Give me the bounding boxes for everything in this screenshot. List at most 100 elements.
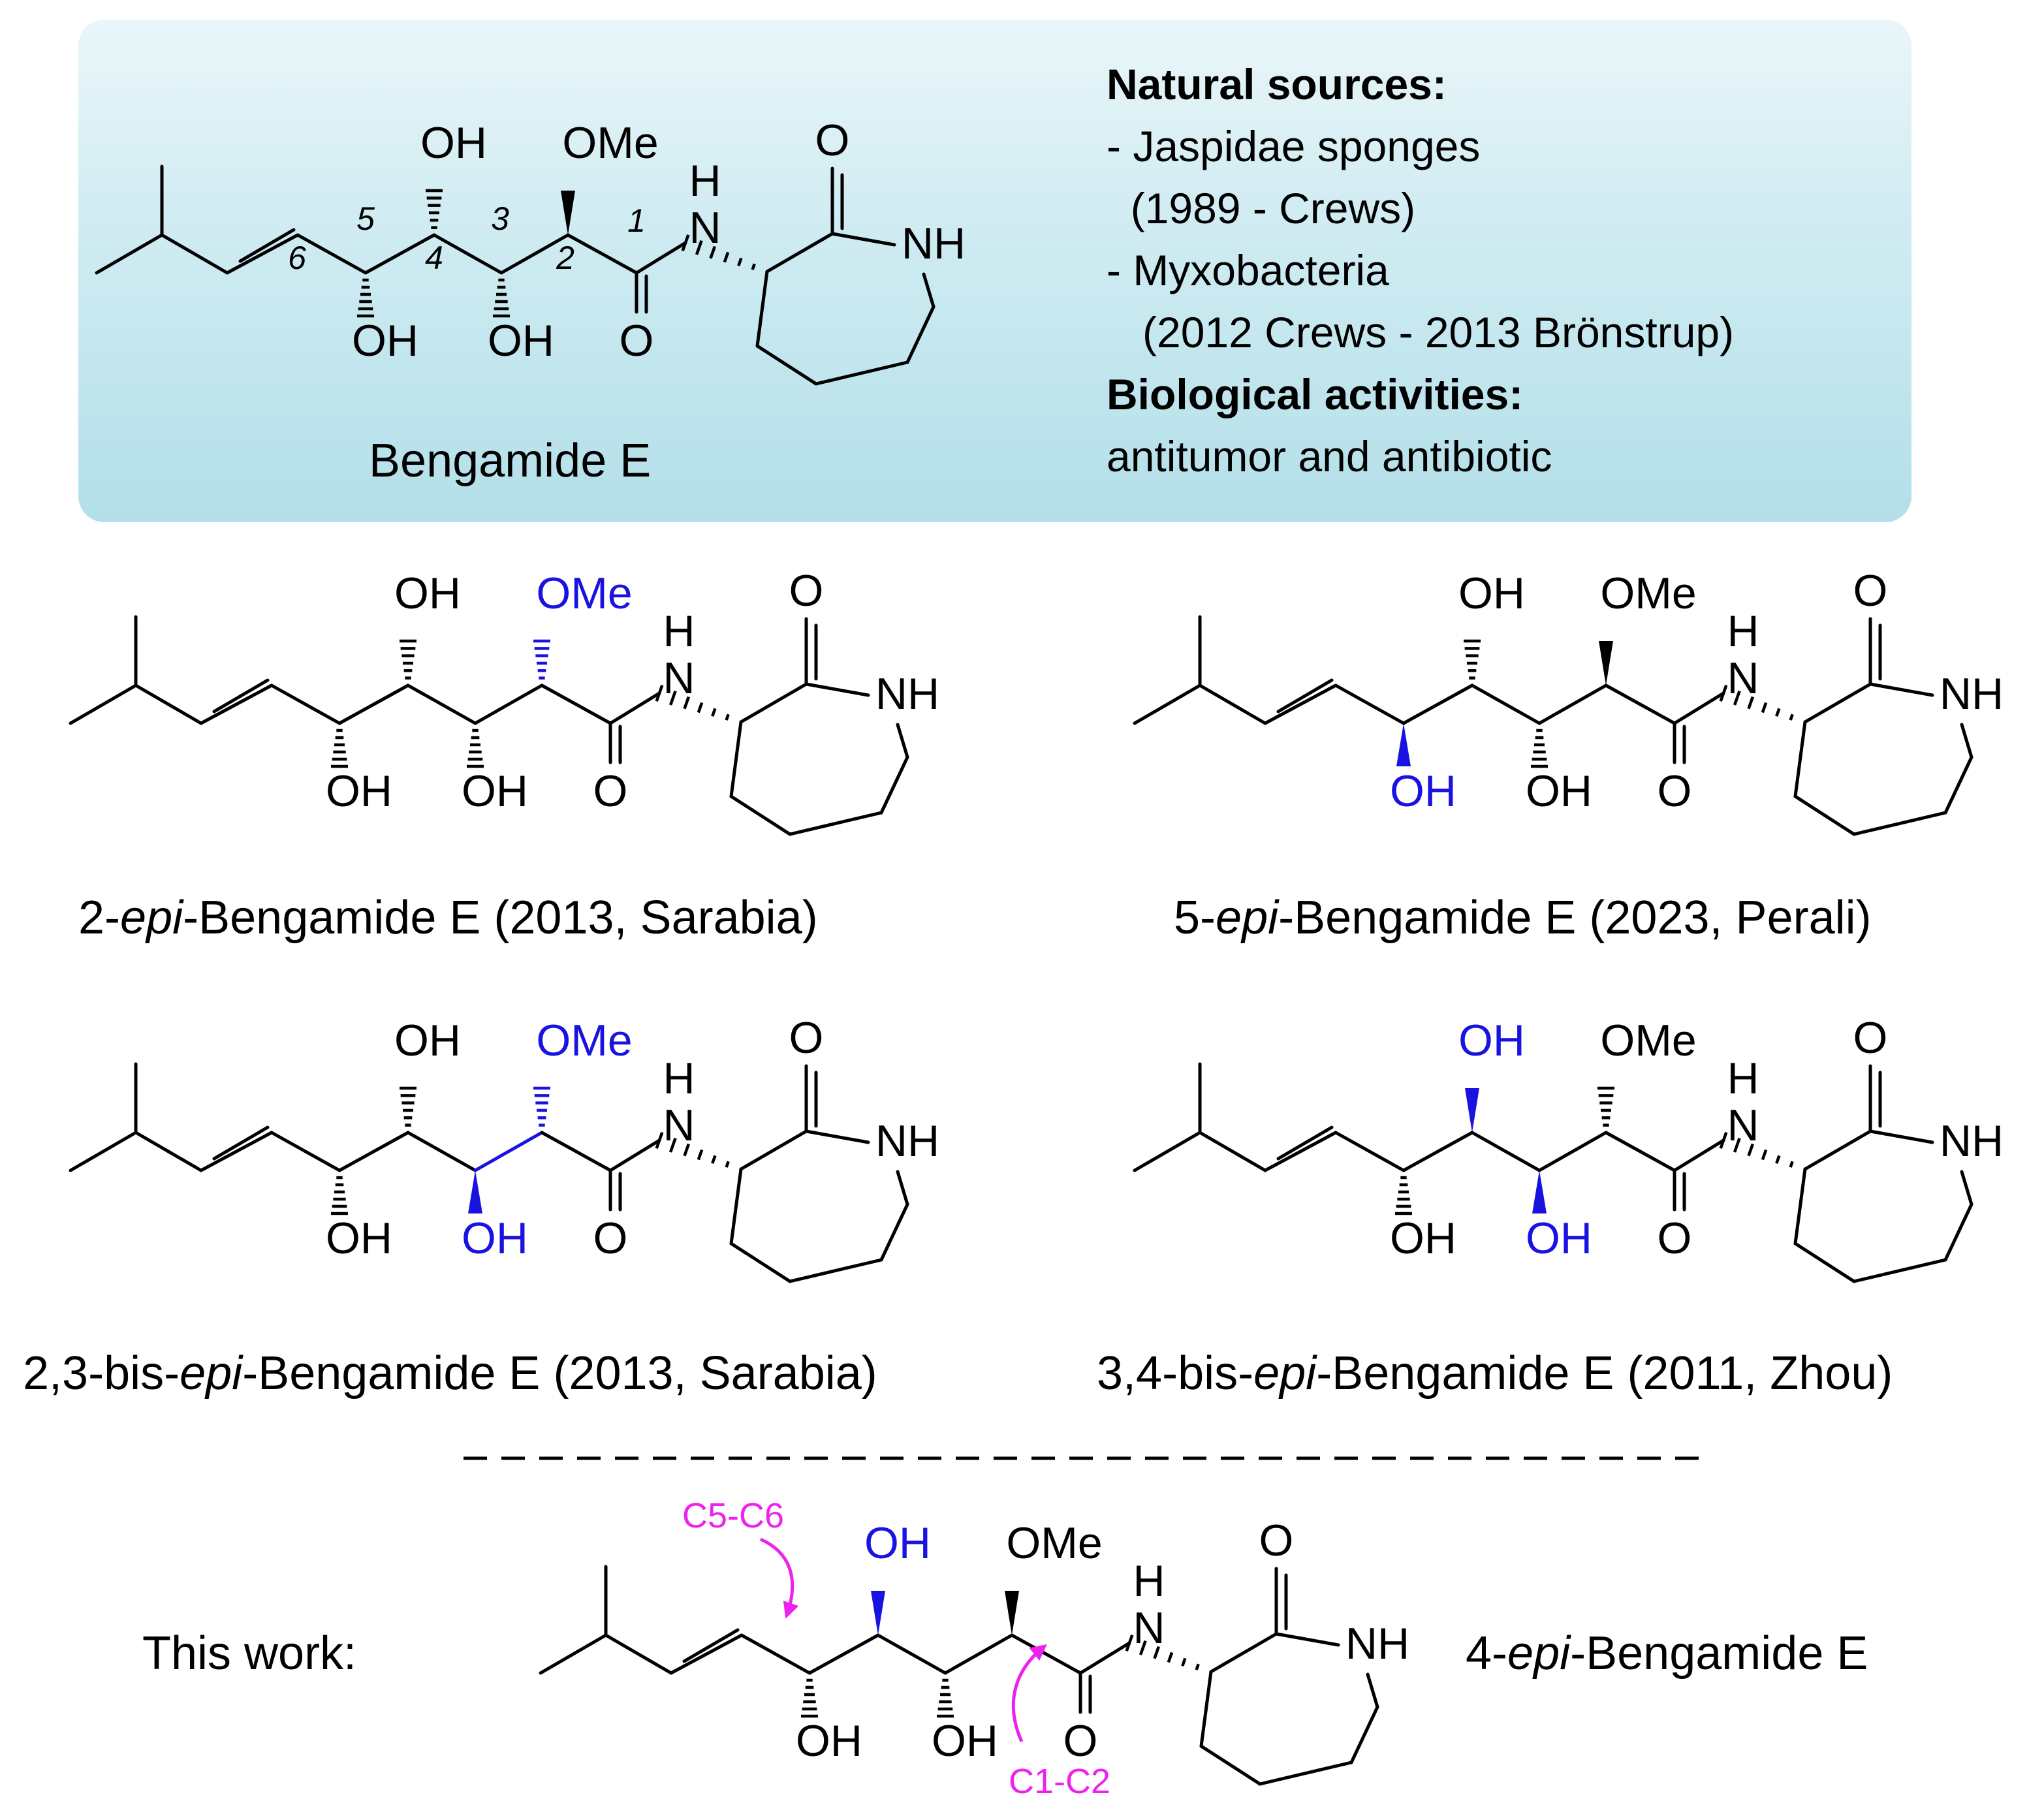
chain-bond (338, 1131, 410, 1172)
ring-bond (896, 1170, 909, 1206)
stereo-hash-bond-hash (725, 1161, 730, 1168)
ring-bond (788, 811, 883, 836)
header-panel (78, 20, 1911, 522)
c5-hydroxyl: OH (796, 1716, 862, 1766)
stereo-hash-bond-hash (1195, 1663, 1200, 1670)
ring-bond (905, 305, 936, 364)
ring-bond (1349, 1705, 1379, 1764)
isopropyl-bond (1133, 683, 1202, 725)
stereo-hash-bond-hash (723, 251, 730, 263)
stereo-hash-bond-hash (709, 245, 716, 259)
ring-bond (755, 344, 818, 386)
chain-bond (1470, 683, 1541, 725)
lactam-oxygen: O (789, 566, 824, 616)
ring-bond (1274, 1632, 1340, 1647)
c2-methoxy-bond (561, 191, 575, 235)
stereo-hash-bond-hash (1733, 690, 1741, 706)
locant-2: 2 (556, 240, 574, 276)
c4-hydroxyl: OH (1458, 569, 1525, 618)
ring-bond (1199, 1670, 1213, 1748)
c3-hydroxyl: OH (932, 1716, 998, 1766)
amide-nitrogen: N (1133, 1603, 1165, 1653)
ring-bond (1199, 1744, 1262, 1786)
chain-bond (134, 1131, 203, 1172)
chain-bond (406, 683, 477, 725)
chain-bond (1537, 1131, 1608, 1172)
header-compound-name: Bengamide E (369, 435, 651, 487)
chain-bond (134, 683, 203, 725)
stereo-hash-bond-hash (1789, 1161, 1794, 1168)
stereo-hash-bond (1719, 684, 1794, 721)
c2-methoxy-bond (1597, 1086, 1614, 1127)
stereo-hash-bond-hash (1747, 1143, 1754, 1157)
c4-hydroxyl-bond (871, 1591, 885, 1635)
alkene-inner-bond (238, 228, 296, 263)
stereo-hash-bond (1719, 1131, 1794, 1168)
locant-1: 1 (627, 202, 646, 239)
stereo-hash-bond (655, 1131, 730, 1168)
stereo-hash-bond-hash (1181, 1657, 1187, 1667)
isopropyl-bond (1133, 1131, 1202, 1172)
alkene-inner-bond (212, 1125, 270, 1161)
ring-bond (804, 682, 870, 697)
c4-hydroxyl: OH (864, 1518, 931, 1568)
chain-bond (296, 233, 368, 275)
stereo-hash-bond-hash (711, 708, 717, 717)
chain-bond (808, 1633, 880, 1675)
stereo-hash-bond-hash (725, 713, 730, 721)
stereo-hash-bond-hash (1747, 696, 1754, 710)
ring-bond (804, 1129, 870, 1144)
amide-bond (1673, 691, 1725, 725)
amide-oxygen: O (1063, 1716, 1098, 1766)
amide-bond (608, 691, 661, 725)
chain-bond (540, 683, 612, 725)
stereo-hash-bond-hash (1167, 1652, 1174, 1663)
amide-nitrogen: N (689, 203, 721, 253)
chain-bond (1198, 1131, 1267, 1172)
ring-bond (1943, 1202, 1973, 1262)
amide-oxygen: O (1658, 766, 1692, 816)
c2-methoxy-bond (1599, 641, 1613, 685)
stereo-hash-bond-hash (1125, 1634, 1134, 1652)
chain-bond (473, 683, 544, 725)
c1-c2-disconnection-arrow (1011, 1644, 1047, 1743)
lactam-nh: NH (875, 1116, 939, 1166)
ring-bond (739, 1129, 808, 1171)
locant-6: 6 (288, 240, 306, 276)
stereo-hash-bond-hash (683, 696, 690, 710)
c4-hydroxyl-bond (400, 639, 417, 680)
c5-hydroxyl: OH (352, 316, 418, 366)
chain-bond (1470, 1131, 1541, 1172)
stereo-hash-bond-hash (683, 1143, 690, 1157)
c3-hydroxyl: OH (462, 766, 528, 816)
amide-bond (608, 1138, 661, 1172)
lactam-nh: NH (1345, 1619, 1409, 1668)
stereo-hash-bond-hash (655, 1131, 664, 1150)
locant-5: 5 (356, 200, 375, 237)
chain-bond (1334, 1131, 1406, 1172)
lactam-nh: NH (875, 669, 939, 719)
alkene-bond (669, 1633, 744, 1675)
c3-hydroxyl: OH (488, 316, 554, 366)
c2-methoxy: OMe (536, 569, 632, 618)
chain-bond (1604, 1131, 1676, 1172)
source-2: - Myxobacteria (1107, 246, 1389, 294)
c3-hydroxyl-bond (1532, 1170, 1547, 1213)
chain-bond (604, 1633, 673, 1675)
ring-bond (922, 272, 936, 309)
amide-nitrogen: N (1727, 1101, 1759, 1150)
amide-hydrogen: H (663, 606, 695, 656)
c5-hydroxyl: OH (326, 1213, 392, 1263)
c2-methoxy-bond (533, 1086, 550, 1127)
stereo-hash-bond-hash (1719, 684, 1728, 702)
c4-hydroxyl: OH (394, 1016, 461, 1065)
stereo-hash-bond-hash (1153, 1646, 1160, 1659)
amide-oxygen: O (1658, 1213, 1692, 1263)
chain-bond (499, 233, 570, 275)
ring-bond (1803, 682, 1872, 724)
chain-bond (1402, 1131, 1474, 1172)
